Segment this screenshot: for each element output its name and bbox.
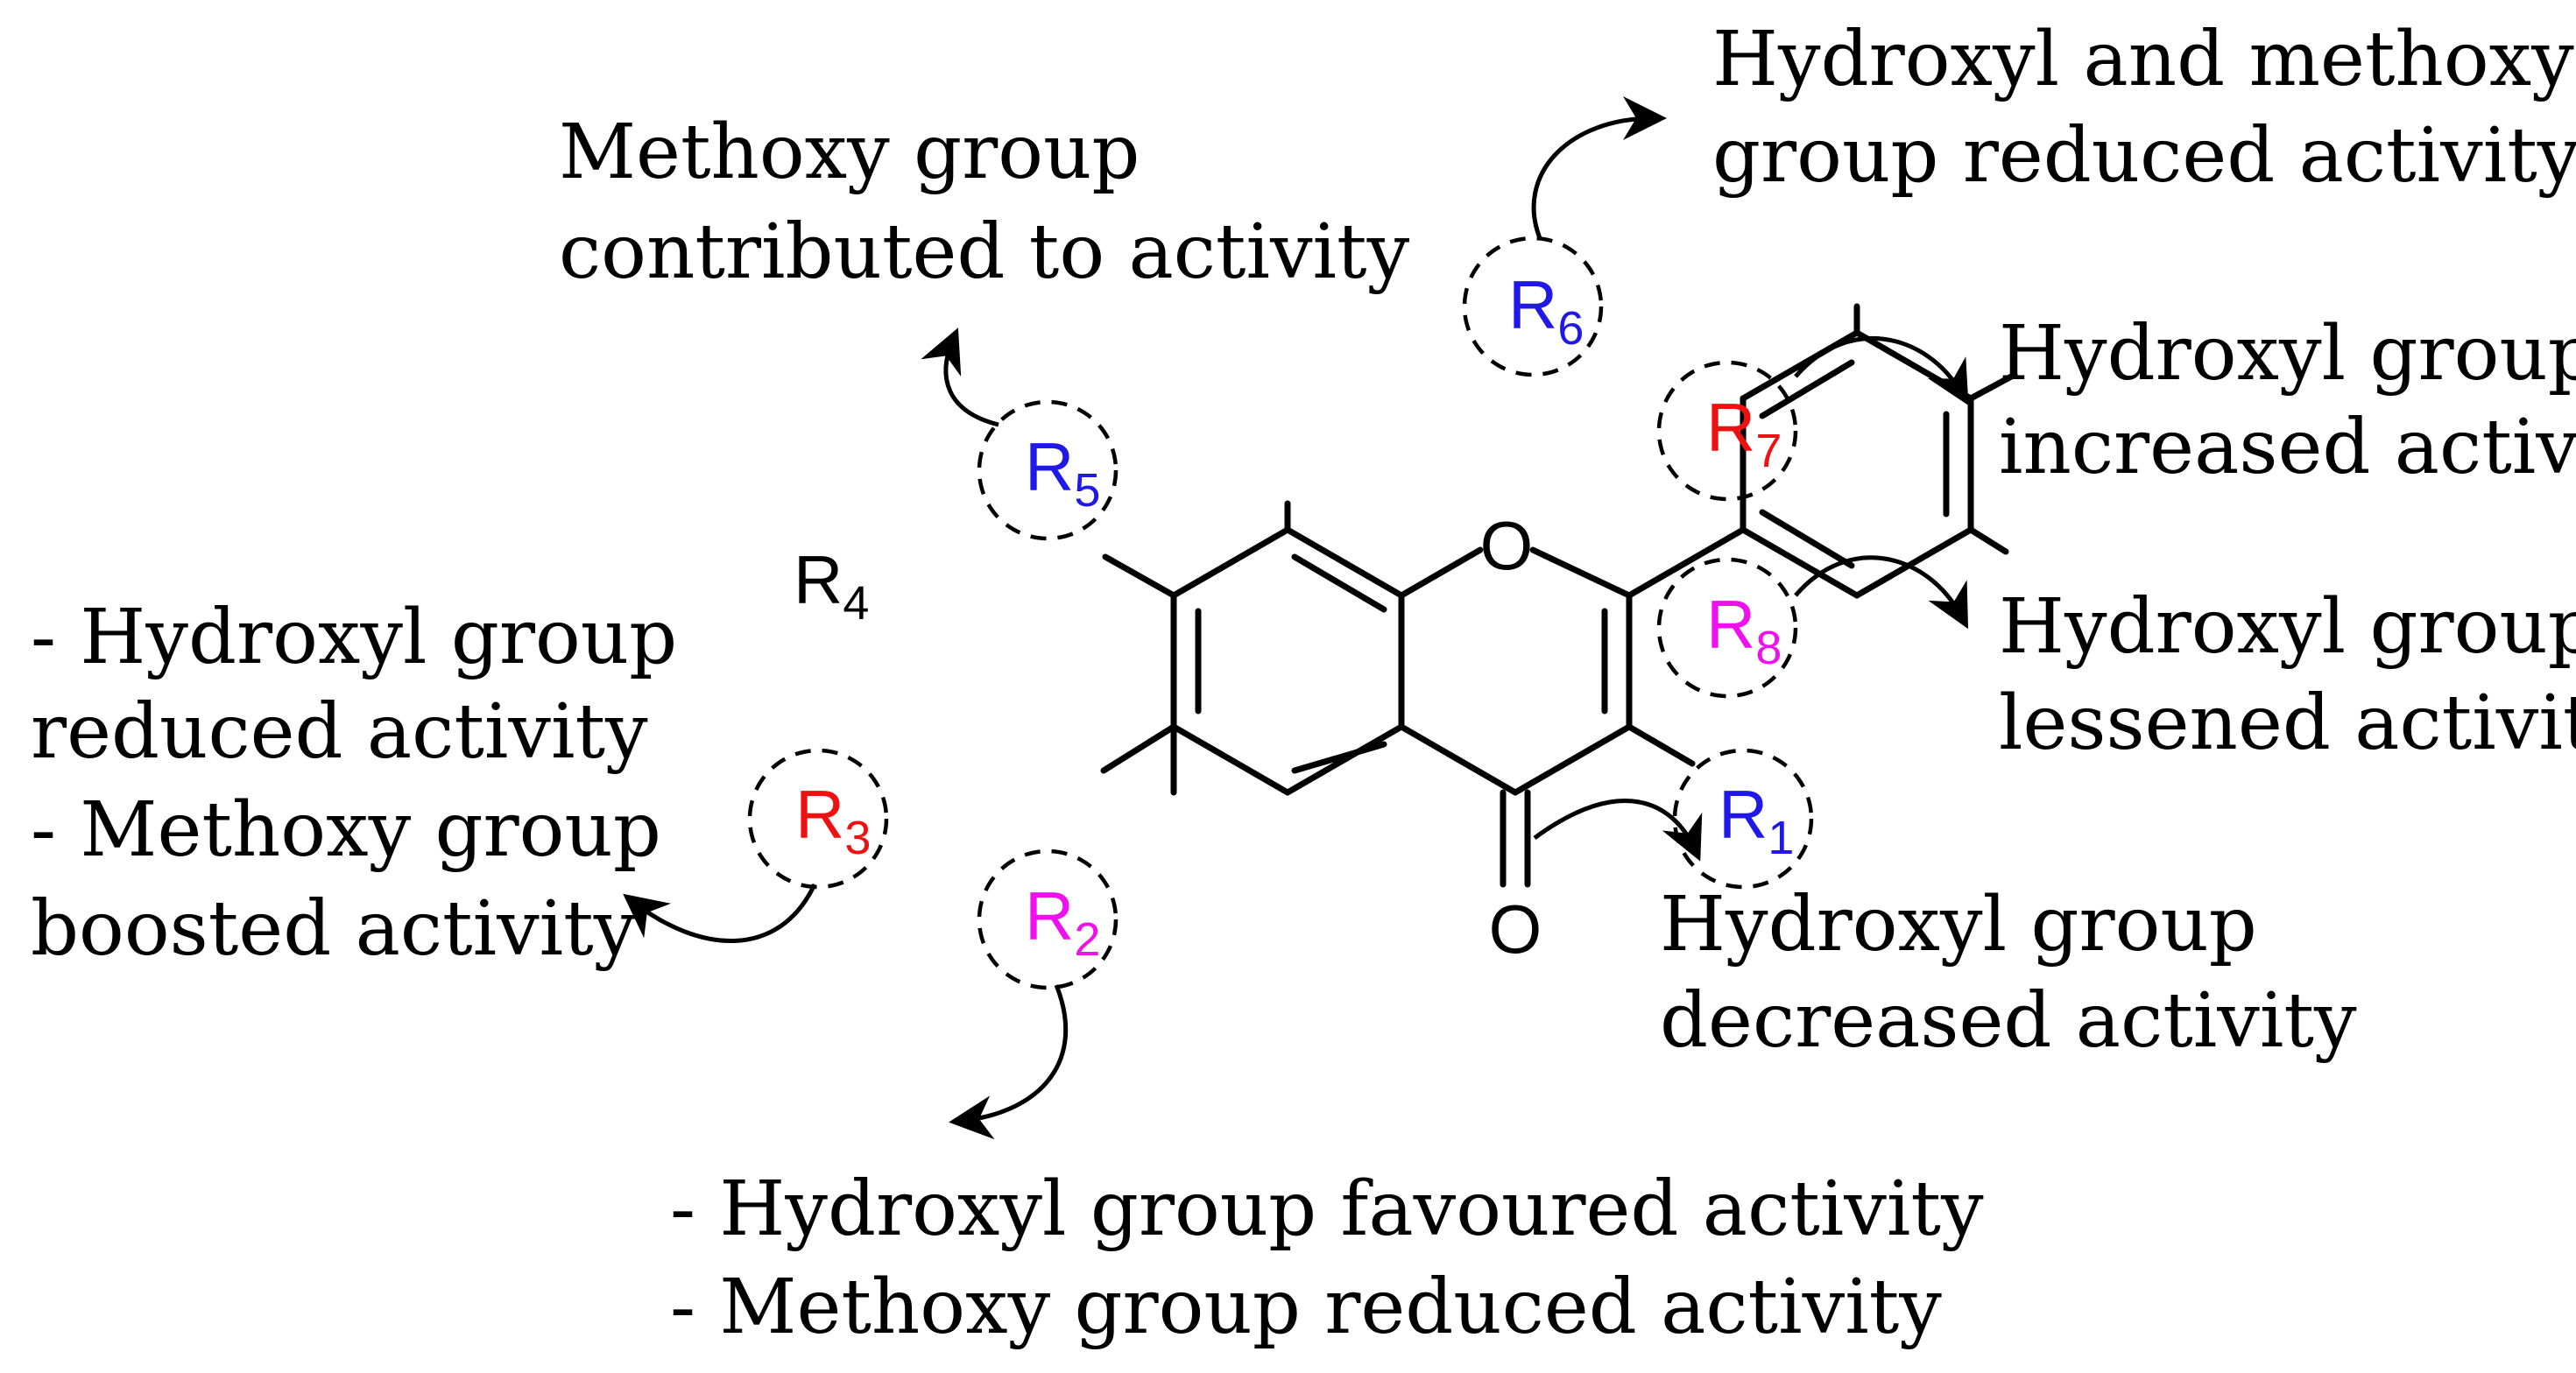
r8-note: Hydroxyl group lessened activity xyxy=(1999,583,2576,767)
bond-c5p-c6p xyxy=(1853,526,1974,599)
r2-highlight-circle xyxy=(977,848,1119,990)
bond-c3-c4 xyxy=(1512,723,1633,796)
bond-r1 xyxy=(1626,723,1696,767)
r2-label: R2 xyxy=(1025,877,1100,966)
bond-c4-c8a xyxy=(1398,723,1519,796)
r6-highlight-circle xyxy=(1462,236,1604,377)
bond-c8-o1 xyxy=(1398,546,1484,599)
carbonyl-oxygen-label: O xyxy=(1489,891,1542,968)
r4-label: R4 xyxy=(794,541,869,630)
r5-arrow xyxy=(921,327,999,427)
r5-highlight-circle xyxy=(977,399,1119,541)
bond-c4a-c5 xyxy=(1170,723,1291,796)
bond-r8 xyxy=(1967,526,2009,555)
r3-note: - Hydroxyl group reduced activity - Meth… xyxy=(31,594,702,973)
bond-c2-c1p xyxy=(1626,526,1747,599)
r7-note: Hydroxyl group increased activity xyxy=(1999,310,2576,491)
r2-arrow xyxy=(949,984,1069,1140)
r1-note: Hydroxyl group decreased activity xyxy=(1660,881,2357,1065)
r3-label: R3 xyxy=(795,776,871,864)
r1-label: R1 xyxy=(1719,776,1794,864)
r8-highlight-circle xyxy=(1656,557,1798,699)
r8-arrow xyxy=(1794,555,1969,630)
r8-label: R8 xyxy=(1706,586,1782,674)
bond-c6-c7 xyxy=(1170,526,1291,599)
bond-c7-c8-inner xyxy=(1291,553,1387,613)
bond-c6p-c1p xyxy=(1740,526,1860,599)
r1-highlight-circle xyxy=(1672,748,1814,890)
r3-highlight-circle xyxy=(747,748,889,890)
bond-c2p-c3p-inner xyxy=(1759,359,1855,419)
r3-arrow xyxy=(623,883,817,944)
bond-c7-c8 xyxy=(1284,526,1405,599)
r5-note: Methoxy group contributed to activity xyxy=(559,109,1410,296)
r2-note: - Hydroxyl group favoured activity - Met… xyxy=(670,1165,2008,1351)
bond-o1-c2 xyxy=(1529,546,1633,599)
r6-label: R6 xyxy=(1508,266,1584,355)
bond-r3 xyxy=(1100,723,1177,774)
bond-c8a-c4a-inner xyxy=(1291,741,1387,774)
bond-r4 xyxy=(1102,553,1177,599)
bond-c6p-c1p-inner xyxy=(1759,509,1855,569)
r5-label: R5 xyxy=(1025,428,1100,517)
ring-oxygen-label: O xyxy=(1480,507,1534,584)
bond-r7 xyxy=(1967,371,2018,402)
r1-arrow xyxy=(1533,799,1703,862)
r7-arrow xyxy=(1794,336,1969,406)
r7-highlight-circle xyxy=(1656,360,1798,502)
r7-label: R7 xyxy=(1706,389,1782,477)
bond-c8a-c4a xyxy=(1284,723,1405,796)
r6-arrow xyxy=(1531,96,1667,239)
r6-note: Hydroxyl and methoxy group reduced activ… xyxy=(1712,16,2576,200)
bond-c3p-c4p xyxy=(1853,329,1974,402)
molecule-skeleton xyxy=(1100,303,2018,888)
